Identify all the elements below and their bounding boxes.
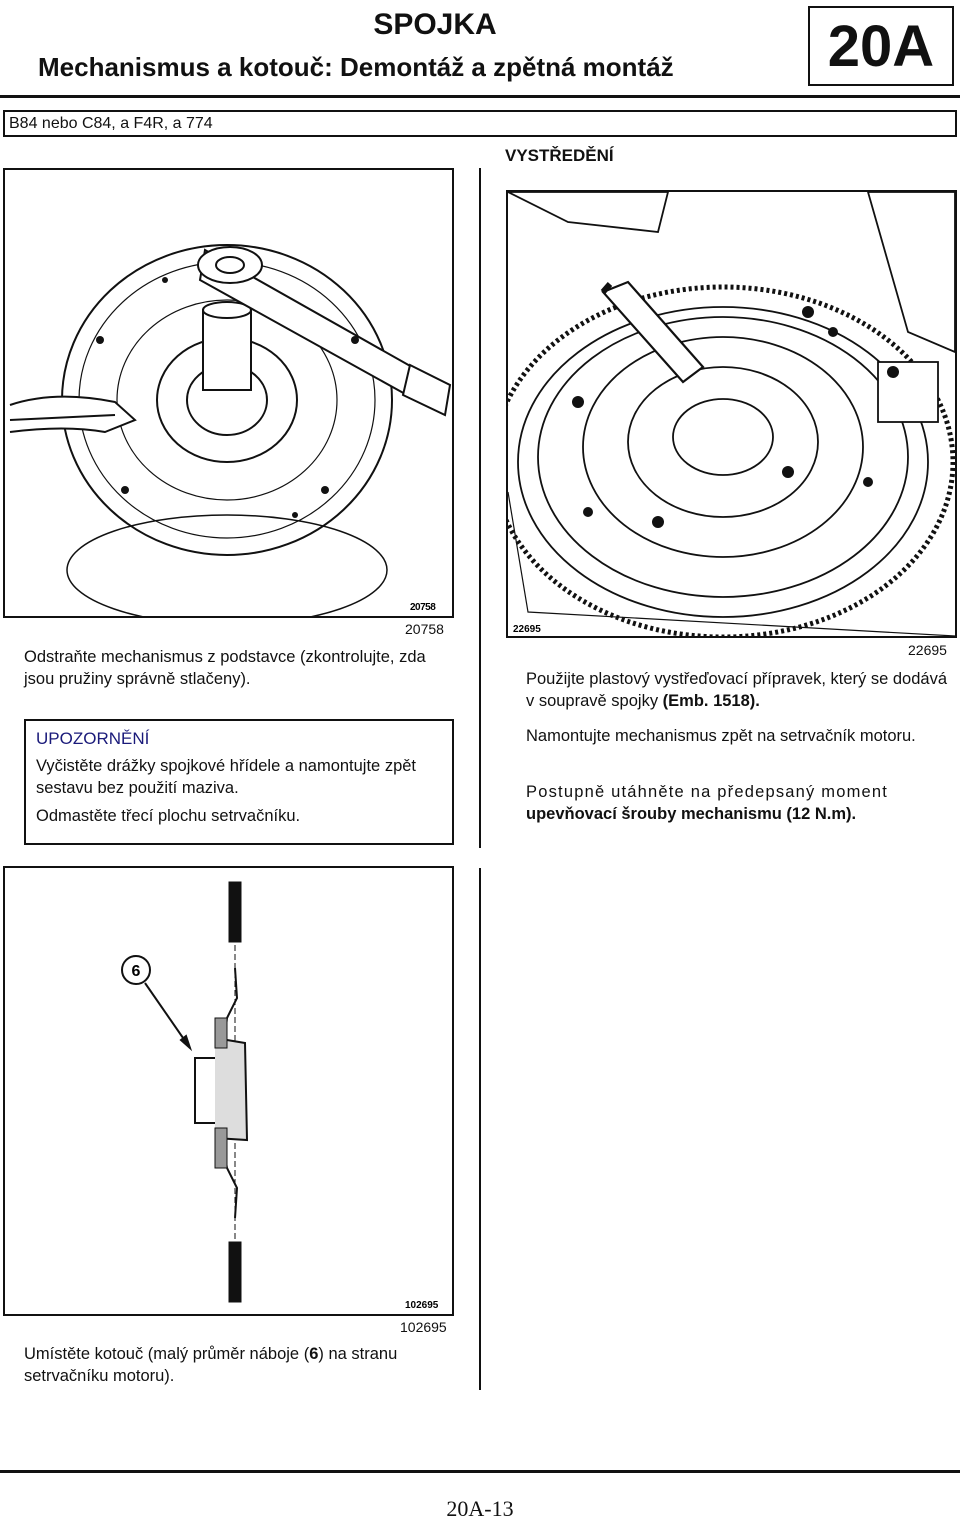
figure-1-label: 20758 [405, 621, 444, 637]
section-title: SPOJKA [373, 8, 497, 41]
torque-value: upevňovací šrouby mechanismu (12 N.m) [526, 805, 852, 823]
footer-rule [0, 1470, 960, 1473]
figure-2-label: 22695 [908, 642, 947, 658]
centering-tool-illustration: 22695 [508, 192, 955, 636]
header-rule [0, 95, 960, 98]
page-number: 20A-13 [446, 1496, 514, 1521]
disc-orientation-illustration: 6 102695 [121, 881, 439, 1311]
text-torque-bolts: Postupně utáhněte na předepsaný moment u… [526, 781, 956, 825]
clutch-removal-illustration: 20758 [9, 244, 452, 616]
figure-1-image-code: 20758 [410, 602, 436, 613]
text-place-disc: Umístěte kotouč (malý průměr náboje (6) … [24, 1343, 456, 1387]
text-centering-tool-a: Použijte plastový vystřeďovací přípravek… [526, 670, 947, 710]
text-place-disc-b: ) na stranu setrvačníku motoru). [24, 1345, 398, 1385]
figure-disc-orientation: 6 102695 [3, 866, 454, 1316]
page-title: Mechanismus a kotouč: Demontáž a zpětná … [38, 52, 674, 82]
text-torque-a: Postupně utáhněte na předepsaný moment [526, 783, 889, 801]
tool-reference: (Emb. 1518) [662, 692, 756, 710]
warning-box: UPOZORNĚNÍ Vyčistěte drážky spojkové hří… [24, 719, 454, 845]
section-heading-centering: VYSTŘEDĚNÍ [505, 146, 614, 165]
callout-6: 6 [132, 963, 141, 980]
column-divider-lower [479, 868, 481, 1390]
warning-text-degrease: Odmastěte třecí plochu setrvačníku. [36, 807, 301, 825]
text-use-centering-tool: Použijte plastový vystřeďovací přípravek… [526, 668, 956, 712]
figure-clutch-removal: 20758 [3, 168, 454, 618]
figure-centering-tool: 22695 [506, 190, 957, 638]
text-remove-mechanism: Odstraňte mechanismus z podstavce (zkont… [24, 648, 426, 688]
figure-3-image-code: 102695 [405, 1300, 439, 1311]
text-centering-tool-end: . [755, 692, 760, 710]
figure-3-label: 102695 [400, 1319, 447, 1335]
text-refit-mechanism: Namontujte mechanismus zpět na setrvační… [526, 727, 916, 745]
warning-title: UPOZORNĚNÍ [36, 729, 150, 748]
warning-text-clean-splines: Vyčistěte drážky spojkové hřídele a namo… [36, 757, 417, 797]
text-place-disc-ref: 6 [309, 1345, 319, 1363]
variant-line: B84 nebo C84, a F4R, a 774 [3, 110, 957, 137]
figure-2-image-code: 22695 [513, 624, 541, 635]
column-divider [479, 168, 481, 848]
text-torque-end: . [851, 805, 857, 823]
text-place-disc-a: Umístěte kotouč (malý průměr náboje ( [24, 1345, 310, 1363]
chapter-code: 20A [808, 6, 954, 86]
